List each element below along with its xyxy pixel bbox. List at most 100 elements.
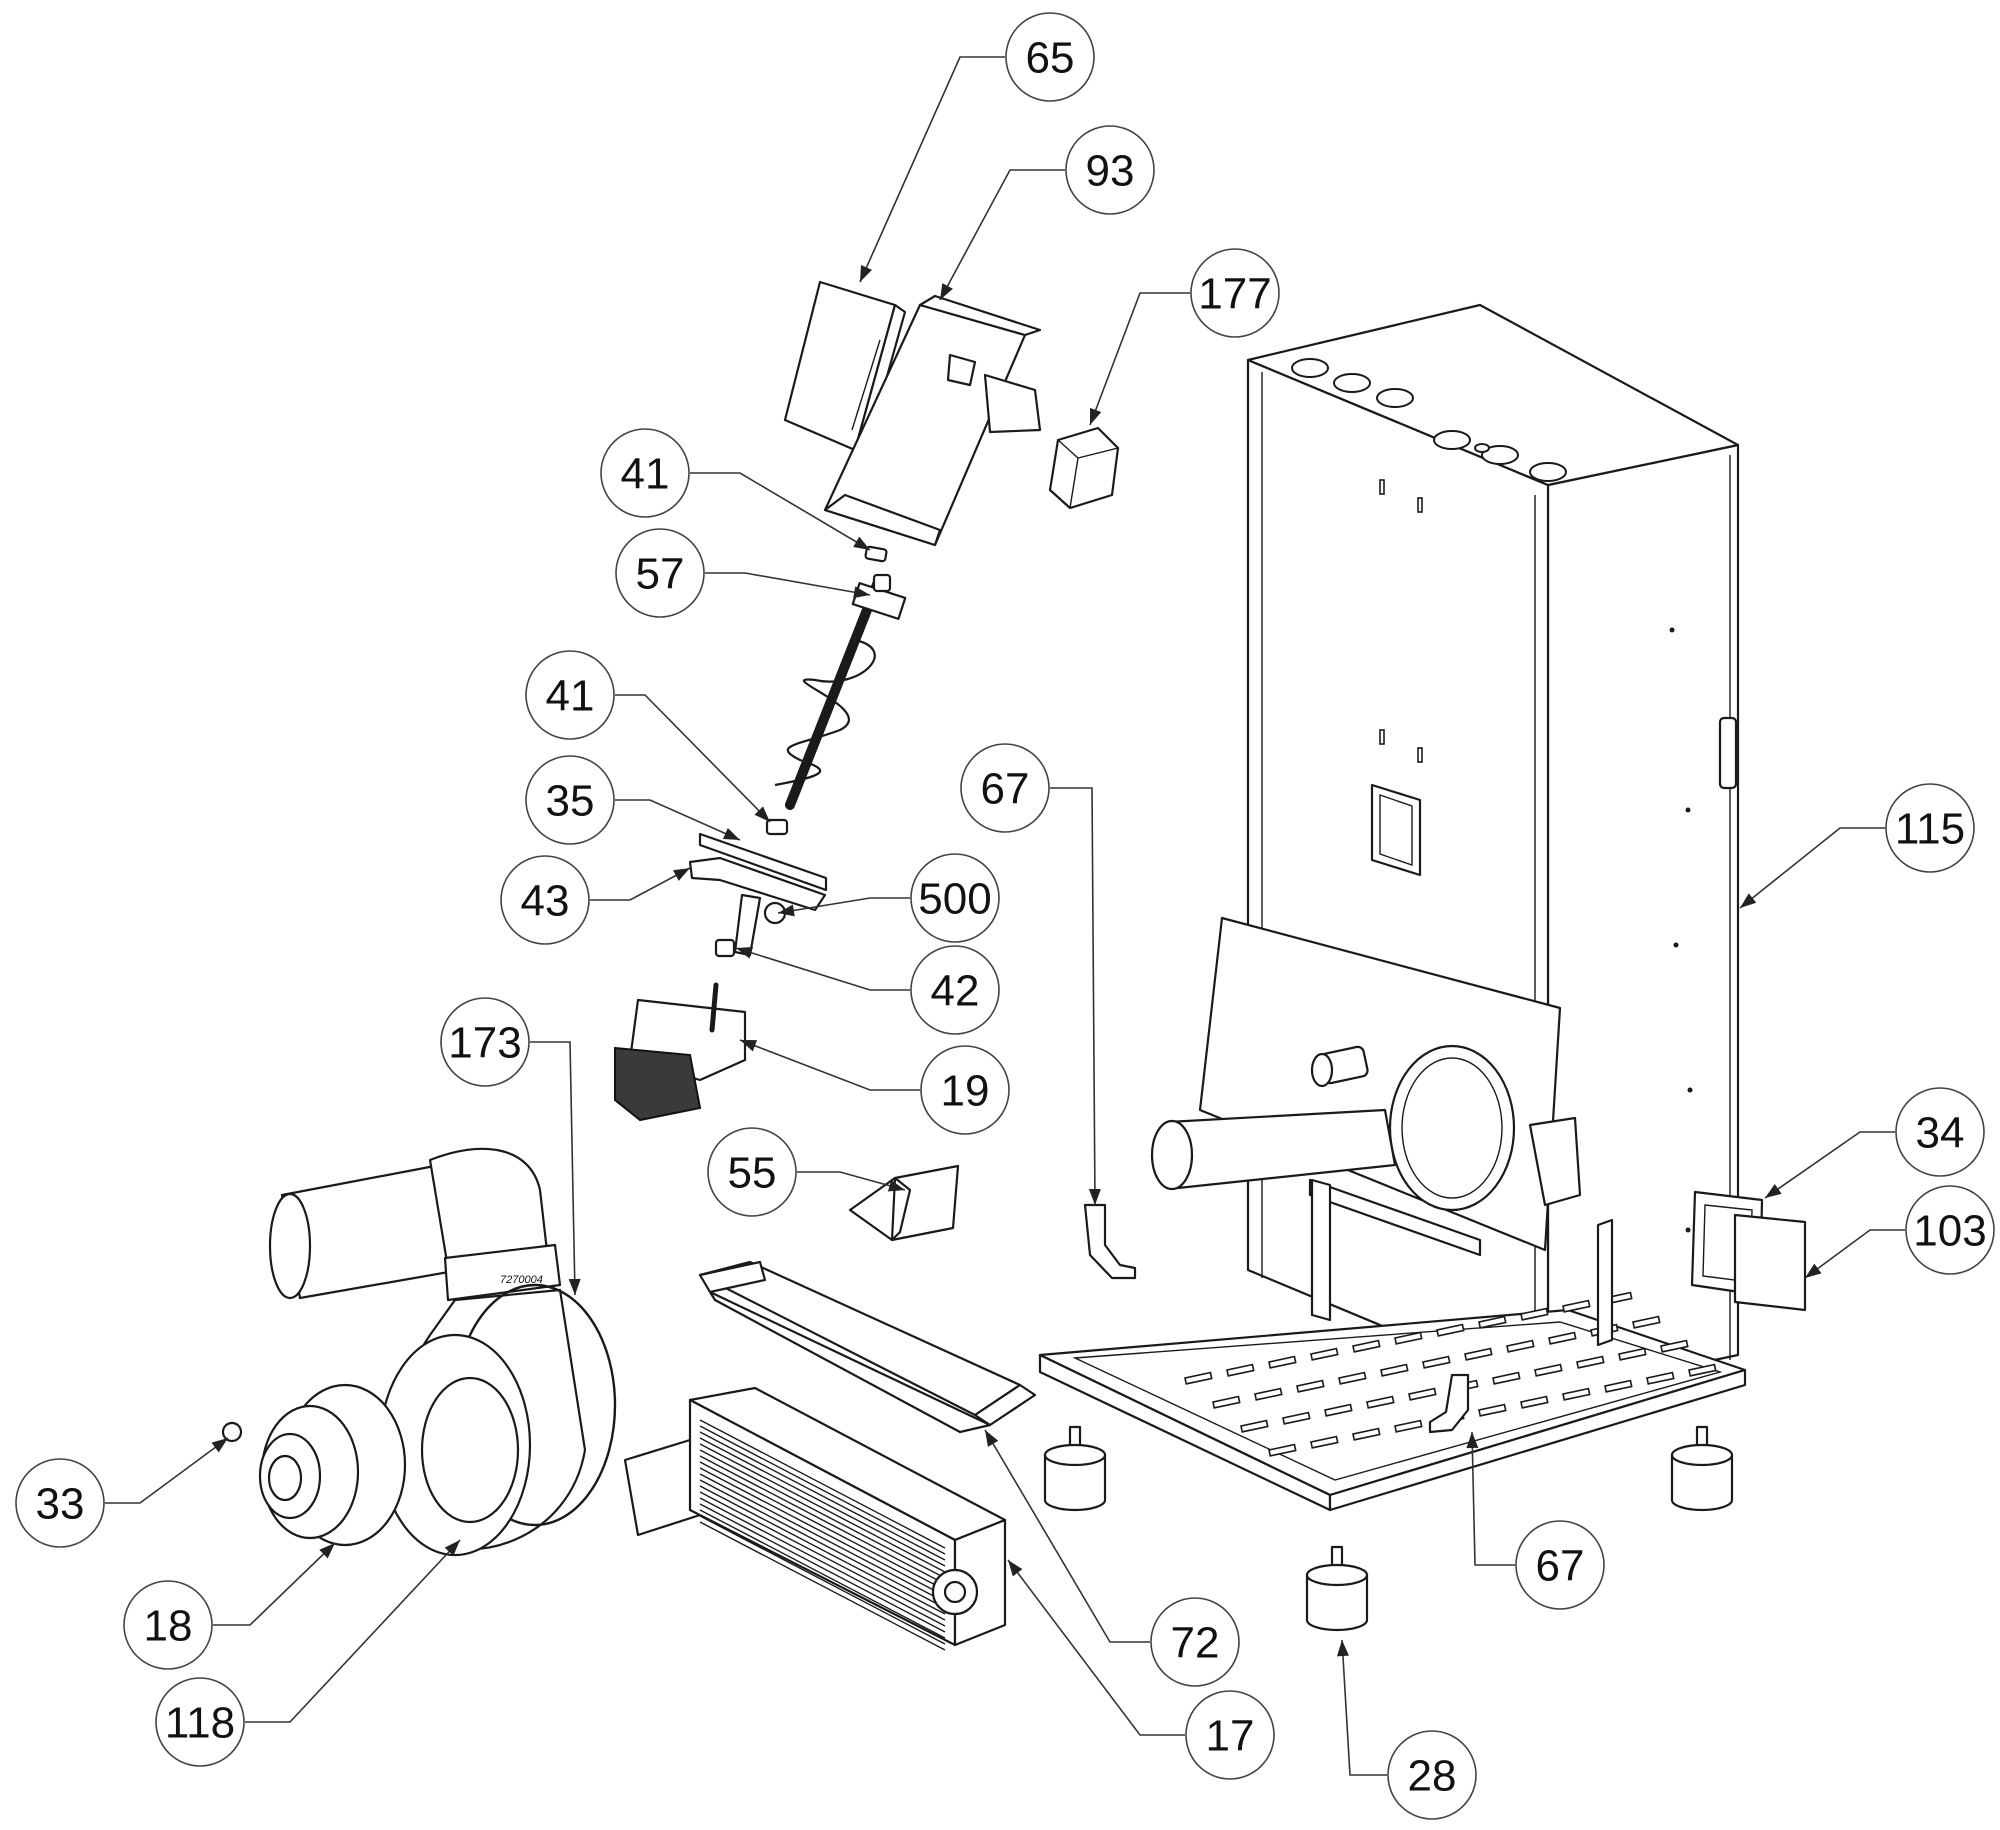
fan-rib xyxy=(699,1419,946,1549)
callout-number: 34 xyxy=(1916,1109,1965,1158)
callout-177: 177 xyxy=(1190,248,1280,338)
leader-line-19 xyxy=(739,1039,920,1091)
callout-118: 118 xyxy=(155,1677,245,1767)
tray-slot xyxy=(1380,1363,1409,1377)
leader-line-115 xyxy=(1739,827,1885,909)
leader-arrowhead xyxy=(860,264,872,282)
callout-number: 103 xyxy=(1913,1207,1986,1256)
tray-slot xyxy=(1646,1371,1675,1385)
callout-number: 67 xyxy=(1536,1542,1585,1591)
leader-line-41 xyxy=(615,694,771,823)
callout-41: 41 xyxy=(600,428,690,518)
callout-173: 173 xyxy=(440,997,530,1087)
leader-arrowhead xyxy=(319,1543,335,1559)
callout-number: 72 xyxy=(1171,1619,1220,1668)
callout-circle xyxy=(960,743,1050,833)
elbow-fitting-part xyxy=(1048,426,1120,510)
tray-slot xyxy=(1562,1299,1591,1313)
callout-number: 43 xyxy=(521,877,570,926)
leader-line-18 xyxy=(213,1542,336,1626)
callout-number: 42 xyxy=(931,967,980,1016)
callout-number: 65 xyxy=(1026,34,1075,83)
callout-115: 115 xyxy=(1885,783,1975,873)
callout-circle xyxy=(1885,783,1975,873)
leader-line-93 xyxy=(939,169,1065,301)
fan-rib xyxy=(699,1431,946,1561)
leveling-feet xyxy=(1043,1425,1734,1632)
tray-slot xyxy=(1366,1395,1395,1409)
leader-arrowhead xyxy=(211,1438,228,1453)
callout-circle xyxy=(1387,1730,1477,1820)
tray-slot xyxy=(1464,1347,1493,1361)
callout-circle xyxy=(123,1580,213,1670)
leader-line-67 xyxy=(1050,787,1096,1206)
leader-arrowhead xyxy=(940,283,953,300)
fan-rib xyxy=(699,1485,946,1615)
leader-arrowhead xyxy=(1088,1188,1101,1205)
callout-number: 173 xyxy=(448,1019,521,1068)
tray-slot xyxy=(1632,1315,1661,1329)
tray-slot xyxy=(1520,1395,1549,1409)
leader-line-177 xyxy=(1089,292,1190,426)
callout-number: 57 xyxy=(636,550,685,599)
callout-circle xyxy=(600,428,690,518)
leader-lines xyxy=(105,56,1905,1776)
tray-slot xyxy=(1408,1387,1437,1401)
leader-arrowhead xyxy=(887,1179,905,1192)
tray-slot xyxy=(1492,1371,1521,1385)
leader-line-72 xyxy=(984,1429,1150,1643)
leader-line-28 xyxy=(1341,1639,1387,1776)
callout-55: 55 xyxy=(707,1127,797,1217)
leader-line-41 xyxy=(690,472,871,551)
leader-line-55 xyxy=(797,1171,906,1191)
tray-slot xyxy=(1604,1379,1633,1393)
callout-35: 35 xyxy=(525,755,615,845)
callout-circle xyxy=(707,1127,797,1217)
tray-slot xyxy=(1562,1387,1591,1401)
tray-slot xyxy=(1394,1419,1423,1433)
callout-number: 35 xyxy=(546,777,595,826)
leader-arrowhead xyxy=(1090,407,1102,425)
callout-33: 33 xyxy=(15,1458,105,1548)
callout-circle xyxy=(1905,1185,1995,1275)
tray-slot xyxy=(1506,1339,1535,1353)
leader-line-17 xyxy=(1007,1559,1185,1736)
leader-arrowhead xyxy=(1466,1432,1479,1449)
trough-shield-part xyxy=(698,1260,1037,1434)
tray-slot xyxy=(1394,1331,1423,1345)
callout-67: 67 xyxy=(960,743,1050,833)
tray-slot xyxy=(1534,1363,1563,1377)
blower-stamp-text: 7270004 xyxy=(500,1274,543,1286)
callout-28: 28 xyxy=(1387,1730,1477,1820)
callout-circle xyxy=(1005,12,1095,102)
callout-number: 67 xyxy=(981,765,1030,814)
fan-rib xyxy=(699,1521,946,1651)
tray-slot xyxy=(1226,1363,1255,1377)
tray-slot xyxy=(1324,1403,1353,1417)
tray-slot xyxy=(1352,1339,1381,1353)
leader-arrowhead xyxy=(754,806,770,822)
fan-rib xyxy=(699,1437,946,1567)
tray-slot xyxy=(1240,1419,1269,1433)
callout-number: 18 xyxy=(144,1602,193,1651)
tray-slot xyxy=(1436,1323,1465,1337)
access-cover-part xyxy=(1690,1190,1807,1312)
deflector-part xyxy=(848,1164,960,1242)
tray-slot xyxy=(1268,1443,1297,1457)
tray-slot xyxy=(1520,1307,1549,1321)
fan-ribs xyxy=(699,1419,946,1651)
tray-slot xyxy=(1548,1331,1577,1345)
callout-circle xyxy=(1185,1690,1275,1780)
callout-65: 65 xyxy=(1005,12,1095,102)
callout-19: 19 xyxy=(920,1045,1010,1135)
tray-vent-slots xyxy=(1184,1291,1717,1457)
callout-72: 72 xyxy=(1150,1597,1240,1687)
callout-41: 41 xyxy=(525,650,615,740)
callout-number: 177 xyxy=(1198,270,1271,319)
fan-rib xyxy=(699,1455,946,1585)
tray-slot xyxy=(1212,1395,1241,1409)
callout-number: 500 xyxy=(918,875,991,924)
